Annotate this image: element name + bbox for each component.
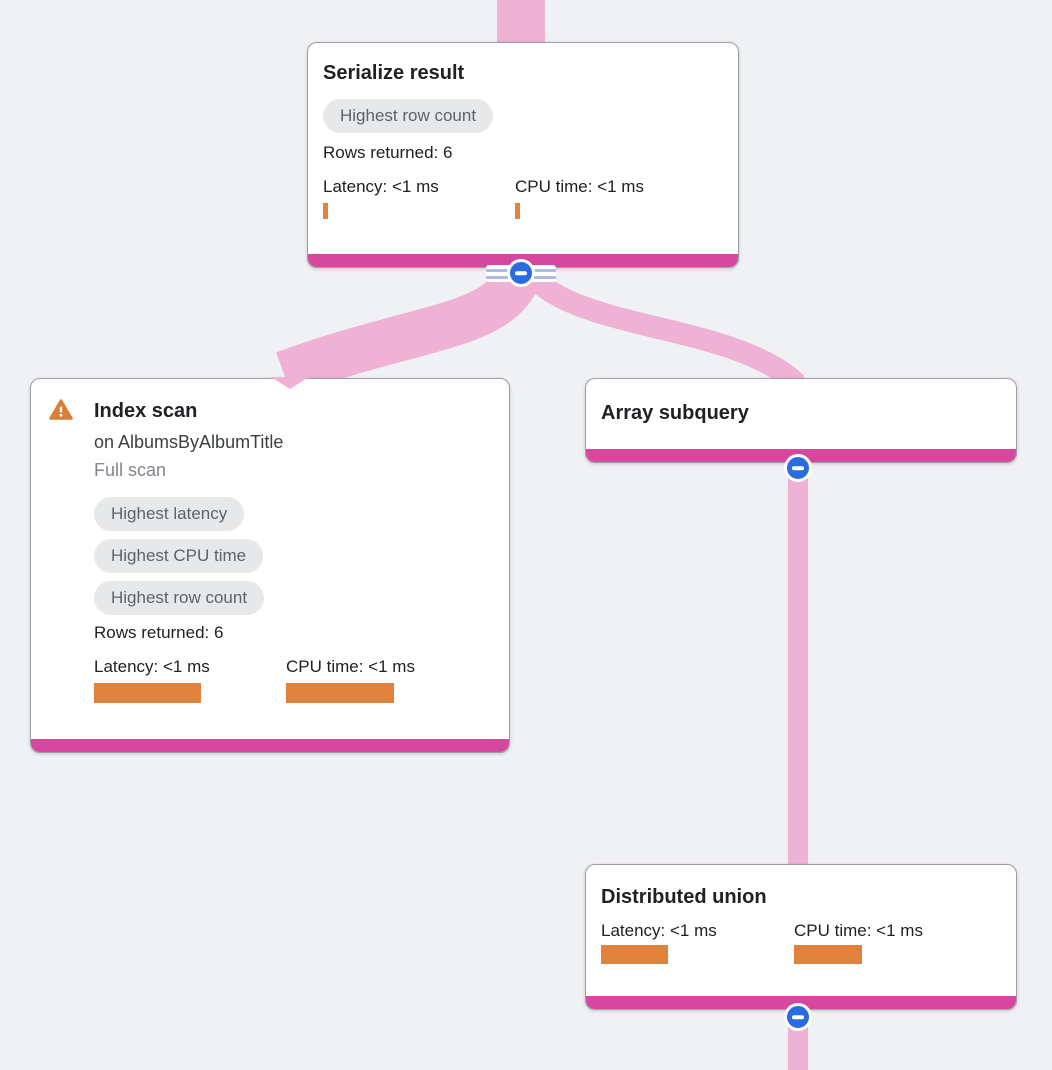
- node-title: Serialize result: [323, 62, 465, 84]
- node-subtitle: on AlbumsByAlbumTitle: [94, 432, 284, 452]
- latency-bar: [601, 945, 668, 964]
- cpu-time-label: CPU time: <1 ms: [286, 657, 415, 676]
- minus-icon: [792, 466, 804, 470]
- minus-icon: [792, 1015, 804, 1019]
- node-title: Index scan: [94, 400, 198, 422]
- node-title: Array subquery: [601, 402, 749, 424]
- rows-returned-label: Rows returned: 6: [94, 623, 224, 642]
- edge-parent-to-serialize-result: [497, 0, 545, 50]
- badge-highest-cpu-time: Highest CPU time: [94, 539, 264, 573]
- cpu-time-bar: [515, 203, 520, 219]
- minus-icon: [515, 271, 527, 275]
- node-serialize-result[interactable]: Serialize result Highest row count Rows …: [307, 42, 739, 268]
- edge-serialize-result-to-index-scan: [275, 257, 545, 396]
- node-index-scan[interactable]: Index scan on AlbumsByAlbumTitle Full sc…: [30, 378, 510, 753]
- edge-serialize-result-to-array-subquery: [514, 258, 805, 393]
- node-title: Distributed union: [601, 886, 767, 908]
- node-array-subquery[interactable]: Array subquery: [585, 378, 1017, 463]
- cpu-time-bar: [794, 945, 862, 964]
- badge-highest-latency: Highest latency: [94, 497, 245, 531]
- badge-highest-row-count: Highest row count: [323, 99, 494, 133]
- node-accent-bar: [31, 739, 509, 752]
- latency-label: Latency: <1 ms: [601, 921, 717, 940]
- cpu-time-bar: [286, 683, 394, 703]
- latency-bar: [94, 683, 201, 703]
- collapse-button-circle[interactable]: [507, 259, 535, 287]
- edge-array-subquery-to-distributed-union: [788, 455, 808, 870]
- collapse-button-circle[interactable]: [784, 454, 812, 482]
- cpu-time-label: CPU time: <1 ms: [515, 177, 644, 196]
- latency-label: Latency: <1 ms: [323, 177, 439, 196]
- rows-returned-label: Rows returned: 6: [323, 143, 453, 162]
- latency-label: Latency: <1 ms: [94, 657, 210, 676]
- cpu-time-label: CPU time: <1 ms: [794, 921, 923, 940]
- latency-bar: [323, 203, 328, 219]
- badge-highest-row-count: Highest row count: [94, 581, 265, 615]
- warning-icon: [49, 397, 75, 703]
- full-scan-note: Full scan: [94, 460, 167, 480]
- node-distributed-union[interactable]: Distributed union Latency: <1 ms CPU tim…: [585, 864, 1017, 1010]
- collapse-button-circle[interactable]: [784, 1003, 812, 1031]
- node-accent-bar: [586, 996, 1016, 1009]
